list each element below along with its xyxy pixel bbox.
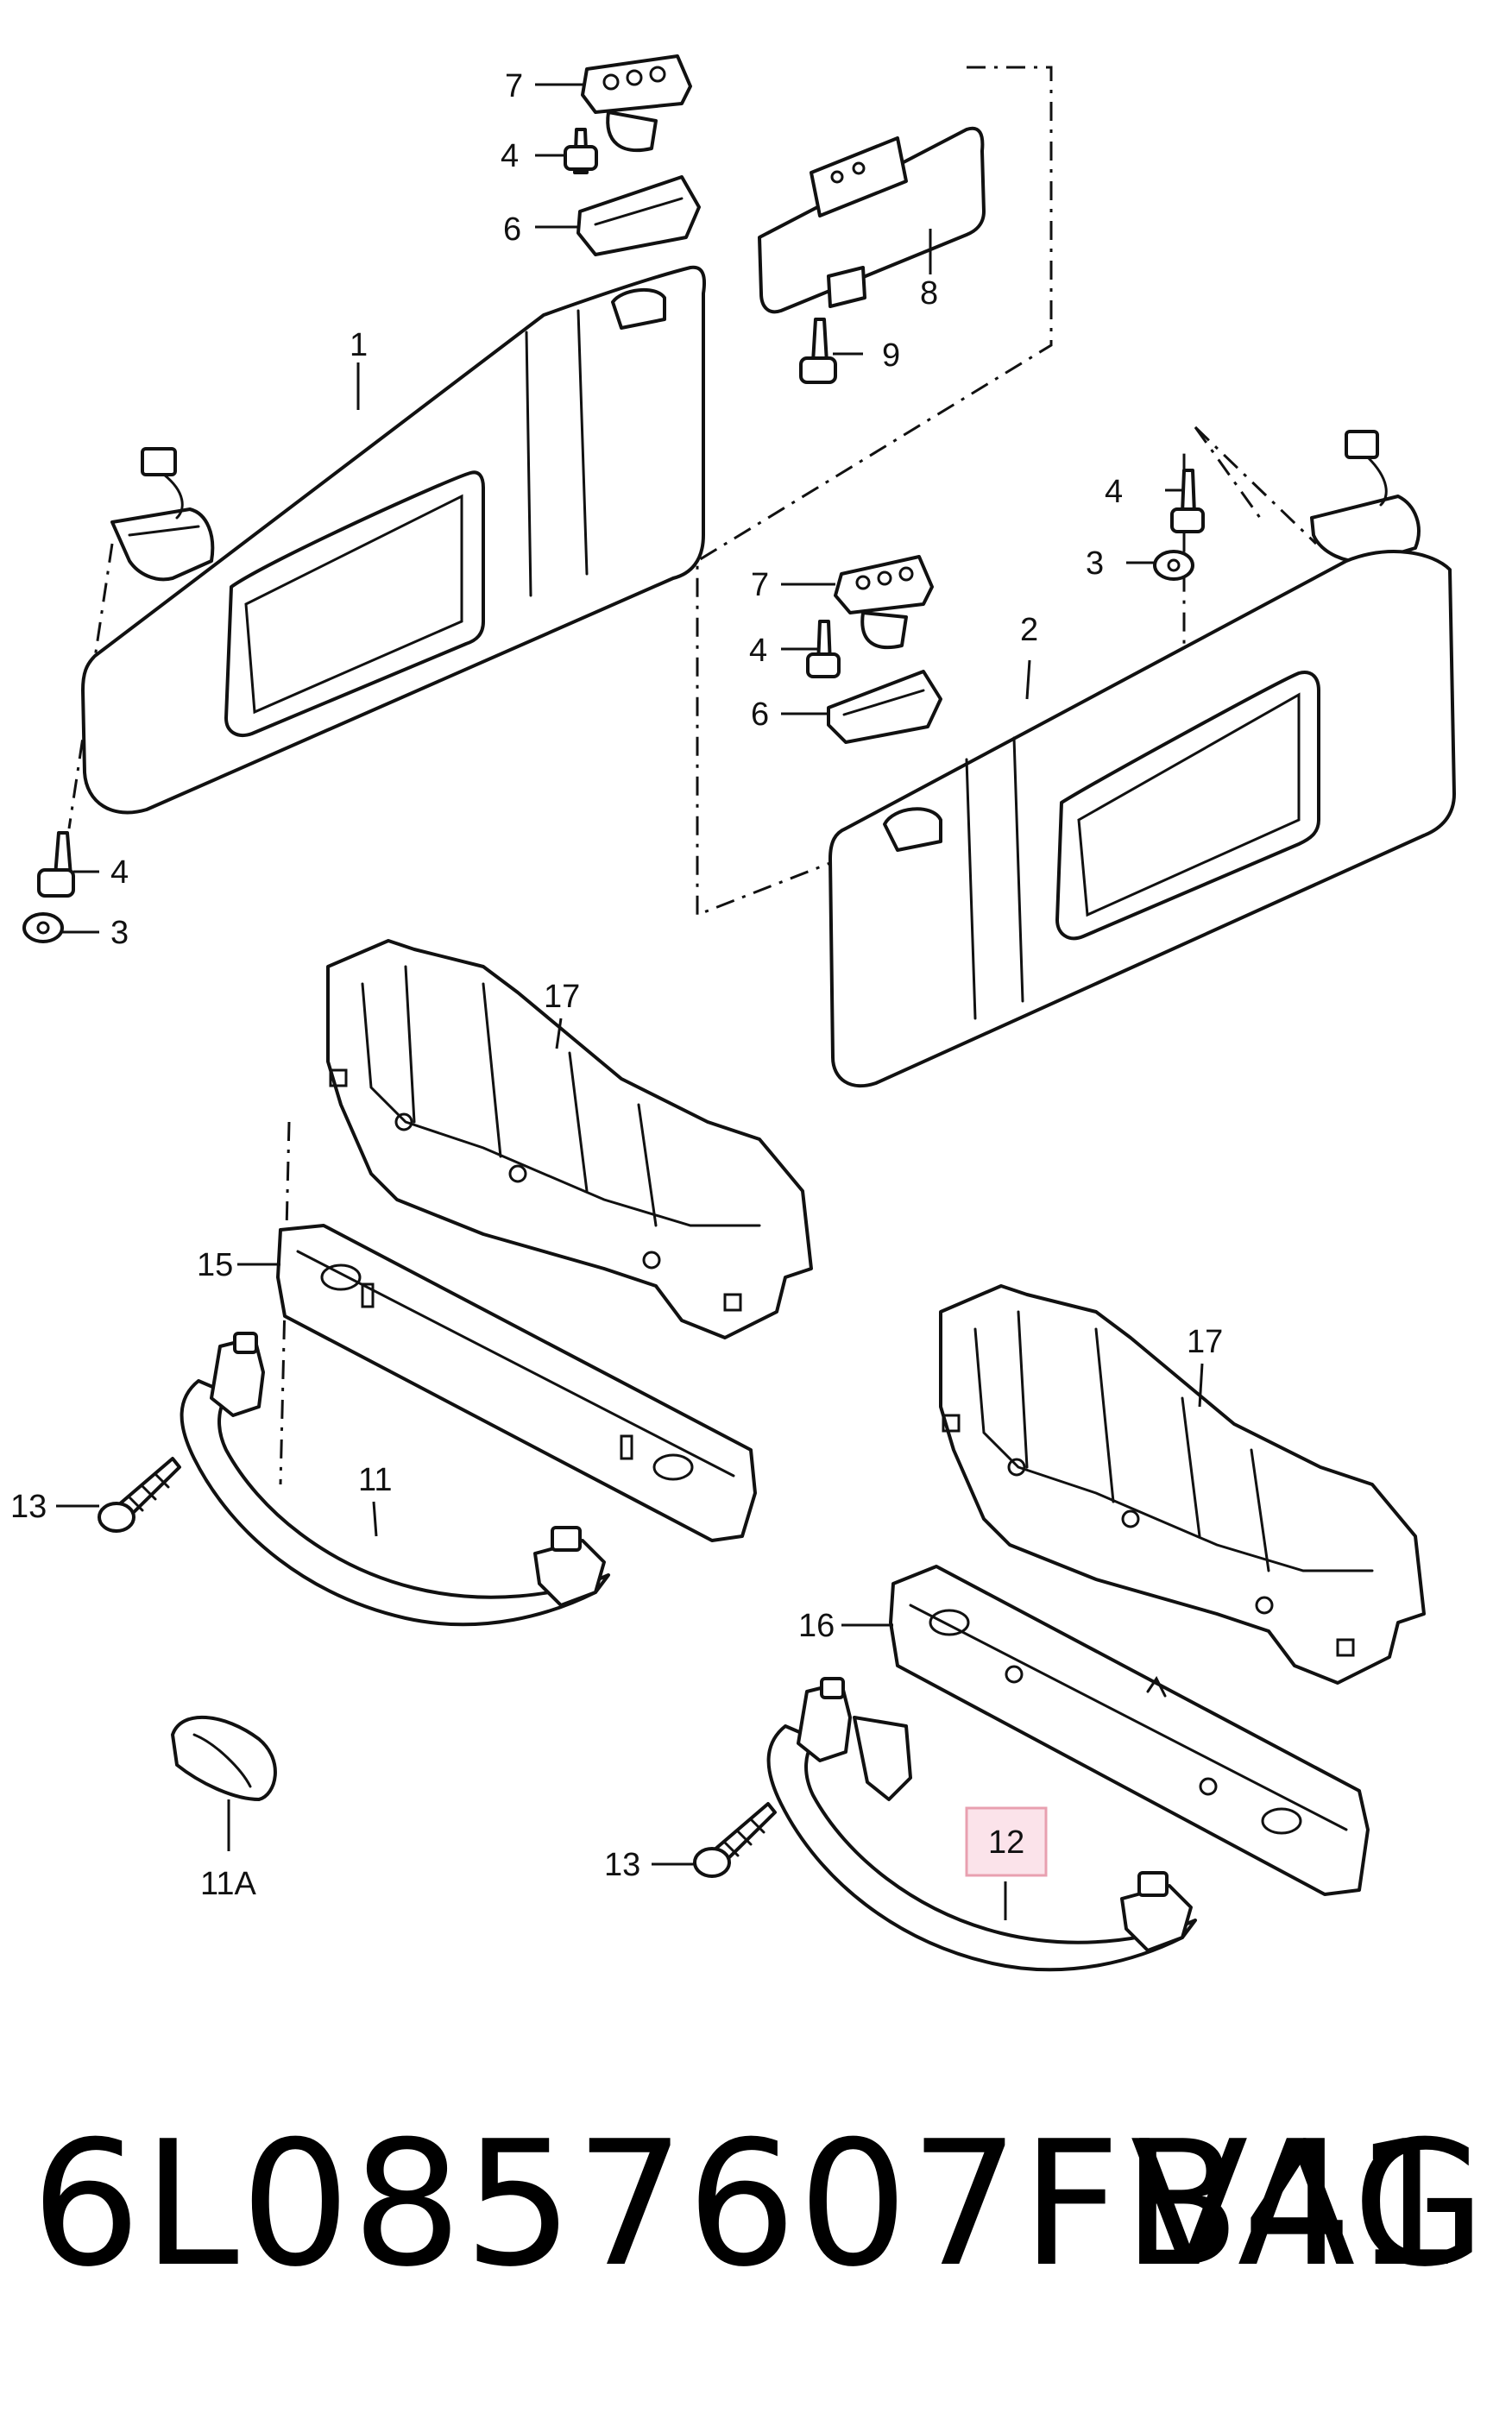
part-11-grab-handle bbox=[180, 1332, 610, 1627]
callout-7b: 7 bbox=[751, 567, 769, 603]
part-clip-right bbox=[1310, 430, 1421, 564]
footer: 6L0857607FB41 VAG bbox=[0, 2097, 1512, 2313]
callout-9: 9 bbox=[882, 337, 900, 374]
part-7-mount-upper bbox=[581, 54, 692, 153]
part-16-strip bbox=[889, 1565, 1370, 1896]
callout-4c: 4 bbox=[749, 633, 767, 669]
callout-4b: 4 bbox=[110, 854, 129, 891]
part-17-bracket-lower bbox=[939, 1284, 1426, 1685]
part-7-mount-right bbox=[834, 555, 934, 650]
part-3-clip-a bbox=[22, 912, 64, 943]
brand-name: VAG bbox=[1130, 2104, 1486, 2305]
callout-4a: 4 bbox=[501, 138, 519, 174]
part-6-cap-upper bbox=[576, 175, 701, 256]
part-4-screw-b bbox=[37, 831, 75, 898]
callout-17b: 17 bbox=[1187, 1324, 1223, 1360]
callout-6b: 6 bbox=[751, 696, 769, 733]
part-9-screw bbox=[799, 318, 837, 384]
callout-3b: 3 bbox=[1086, 545, 1104, 582]
part-4-screw-d bbox=[1170, 469, 1205, 533]
part-17-bracket-upper bbox=[326, 939, 813, 1339]
part-11a-cover bbox=[171, 1716, 277, 1801]
highlight-box-12 bbox=[965, 1806, 1048, 1877]
callout-labels: 7 4 6 8 9 1 4 3 7 4 6 2 4 3 17 15 13 11 … bbox=[10, 68, 1223, 1902]
callout-7a: 7 bbox=[505, 68, 523, 104]
part-4-screw-a bbox=[564, 128, 598, 174]
part-4-screw-c bbox=[806, 620, 841, 678]
part-13-screw-b bbox=[693, 1802, 777, 1878]
callout-6a: 6 bbox=[503, 211, 521, 248]
leader-lines bbox=[56, 83, 1204, 1920]
callout-13b: 13 bbox=[604, 1847, 640, 1883]
part-3-clip-b bbox=[1153, 550, 1194, 581]
callout-17a: 17 bbox=[544, 979, 580, 1015]
part-2-sun-visor-right bbox=[828, 550, 1456, 1088]
callout-1: 1 bbox=[350, 327, 368, 363]
guide-lines bbox=[67, 66, 1318, 1485]
part-1-sun-visor-left bbox=[81, 265, 707, 815]
callout-8: 8 bbox=[920, 275, 938, 312]
callout-12: 12 bbox=[988, 1824, 1024, 1861]
callout-2: 2 bbox=[1020, 612, 1038, 648]
part-number: 6L0857607FB41 bbox=[31, 2104, 1466, 2305]
part-15-strip bbox=[276, 1224, 757, 1542]
callout-15: 15 bbox=[197, 1247, 233, 1283]
part-8-mirror bbox=[758, 126, 986, 314]
callout-13a: 13 bbox=[10, 1489, 47, 1525]
parts-diagram: 7 4 6 8 9 1 4 3 7 4 6 2 4 3 17 15 13 11 … bbox=[10, 54, 1456, 1972]
callout-11: 11 bbox=[358, 1462, 392, 1498]
part-clip-left bbox=[110, 447, 215, 582]
callout-3a: 3 bbox=[110, 915, 129, 951]
part-6-cap-right bbox=[827, 670, 942, 744]
callout-11a: 11A bbox=[200, 1866, 256, 1902]
callout-4d: 4 bbox=[1105, 474, 1123, 510]
part-13-screw-a bbox=[98, 1457, 181, 1533]
callout-16: 16 bbox=[798, 1608, 835, 1644]
part-12-grab-handle bbox=[766, 1677, 1197, 1972]
